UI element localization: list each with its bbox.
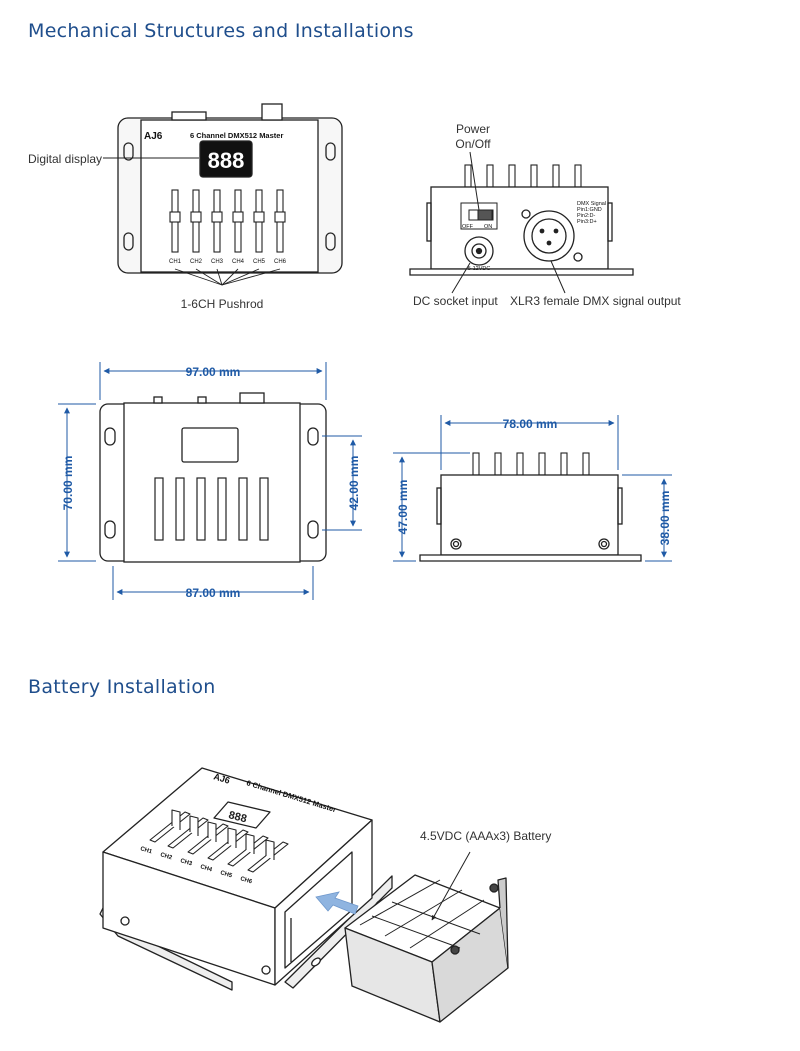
dimension-lines-front [58, 362, 362, 600]
dmx-pin-label: DMX Signal [577, 201, 606, 207]
dmx-pin-label: Pin3:D+ [577, 219, 597, 225]
front-view [103, 103, 343, 286]
voltage-label: 5-12VDC [468, 266, 491, 272]
dimension-side-view [419, 452, 642, 562]
fader-slots [169, 189, 286, 253]
dim-side-width: 78.00 mm [503, 417, 558, 431]
display-digits: 888 [208, 148, 245, 173]
switch-on-label: ON [484, 224, 492, 230]
side-right-tab [607, 202, 613, 242]
side-base-plate [409, 268, 634, 276]
front-top-connector [171, 111, 207, 121]
power-label-line2: On/Off [455, 137, 491, 151]
pushrod-pointers [174, 268, 281, 286]
dimension-lines-side [393, 415, 672, 562]
dim-height-inner: 42.00 mm [347, 456, 361, 511]
dim-width-top: 97.00 mm [186, 365, 241, 379]
dim-width-bottom: 87.00 mm [186, 586, 241, 600]
xlr-label: XLR3 female DMX signal output [510, 294, 681, 308]
mount-slot-icon [123, 232, 134, 251]
dim-display-window [181, 427, 239, 463]
battery-display-digits: 888 [227, 809, 248, 825]
front-product-name: 6 Channel DMX512 Master [190, 131, 283, 140]
mount-slot-icon [325, 232, 336, 251]
switch-off-label: OFF [462, 224, 474, 230]
front-model-label: AJ6 [144, 131, 163, 142]
power-switch-lever [477, 209, 493, 221]
channel-label: CH4 [232, 259, 245, 265]
battery-view-display [213, 801, 271, 829]
power-label-line1: Power [456, 122, 490, 136]
battery-channel-label: CH1 [139, 846, 153, 855]
dimension-front-view [99, 392, 327, 563]
side-left-tab [426, 202, 432, 242]
dmx-pin-label: Pin1:GND [577, 207, 602, 213]
dim-side-inner-height: 38.00 mm [658, 491, 672, 546]
front-top-socket [261, 103, 283, 121]
battery-spec-label: 4.5VDC (AAAx3) Battery [420, 829, 551, 843]
side-view [409, 151, 634, 294]
digital-display [199, 140, 253, 178]
battery-channel-label: CH5 [219, 870, 233, 879]
fader-knobs [464, 164, 582, 188]
mount-slot-icon [123, 142, 134, 161]
battery-channel-label: CH6 [239, 876, 253, 885]
channel-label: CH3 [211, 259, 224, 265]
dim-side-height: 47.00 mm [396, 480, 410, 535]
insertion-arrow-icon [315, 891, 359, 915]
channel-label: CH2 [190, 259, 203, 265]
battery-model-label: AJ6 [212, 771, 231, 785]
battery-channel-label: CH4 [199, 864, 213, 873]
battery-section-title: Battery Installation [28, 676, 216, 698]
mechanical-section-title: Mechanical Structures and Installations [28, 20, 414, 42]
dim-height-left: 70.00 mm [61, 456, 75, 511]
channel-label: CH6 [274, 259, 287, 265]
channel-label: CH1 [169, 259, 182, 265]
battery-illustration [99, 767, 509, 1023]
battery-channel-label: CH3 [179, 858, 193, 867]
dc-socket-label: DC socket input [413, 294, 498, 308]
dim-front-body [123, 402, 301, 563]
dmx-pin-label: Pin2:D- [577, 213, 596, 219]
battery-channel-label: CH2 [159, 852, 173, 861]
battery-view-knobs [171, 809, 275, 860]
mount-slot-icon [325, 142, 336, 161]
dim-side-body [440, 474, 619, 556]
front-body [140, 119, 319, 273]
channel-label: CH5 [253, 259, 266, 265]
pushrod-label: 1-6CH Pushrod [181, 297, 264, 311]
digital-display-label: Digital display [28, 152, 102, 166]
